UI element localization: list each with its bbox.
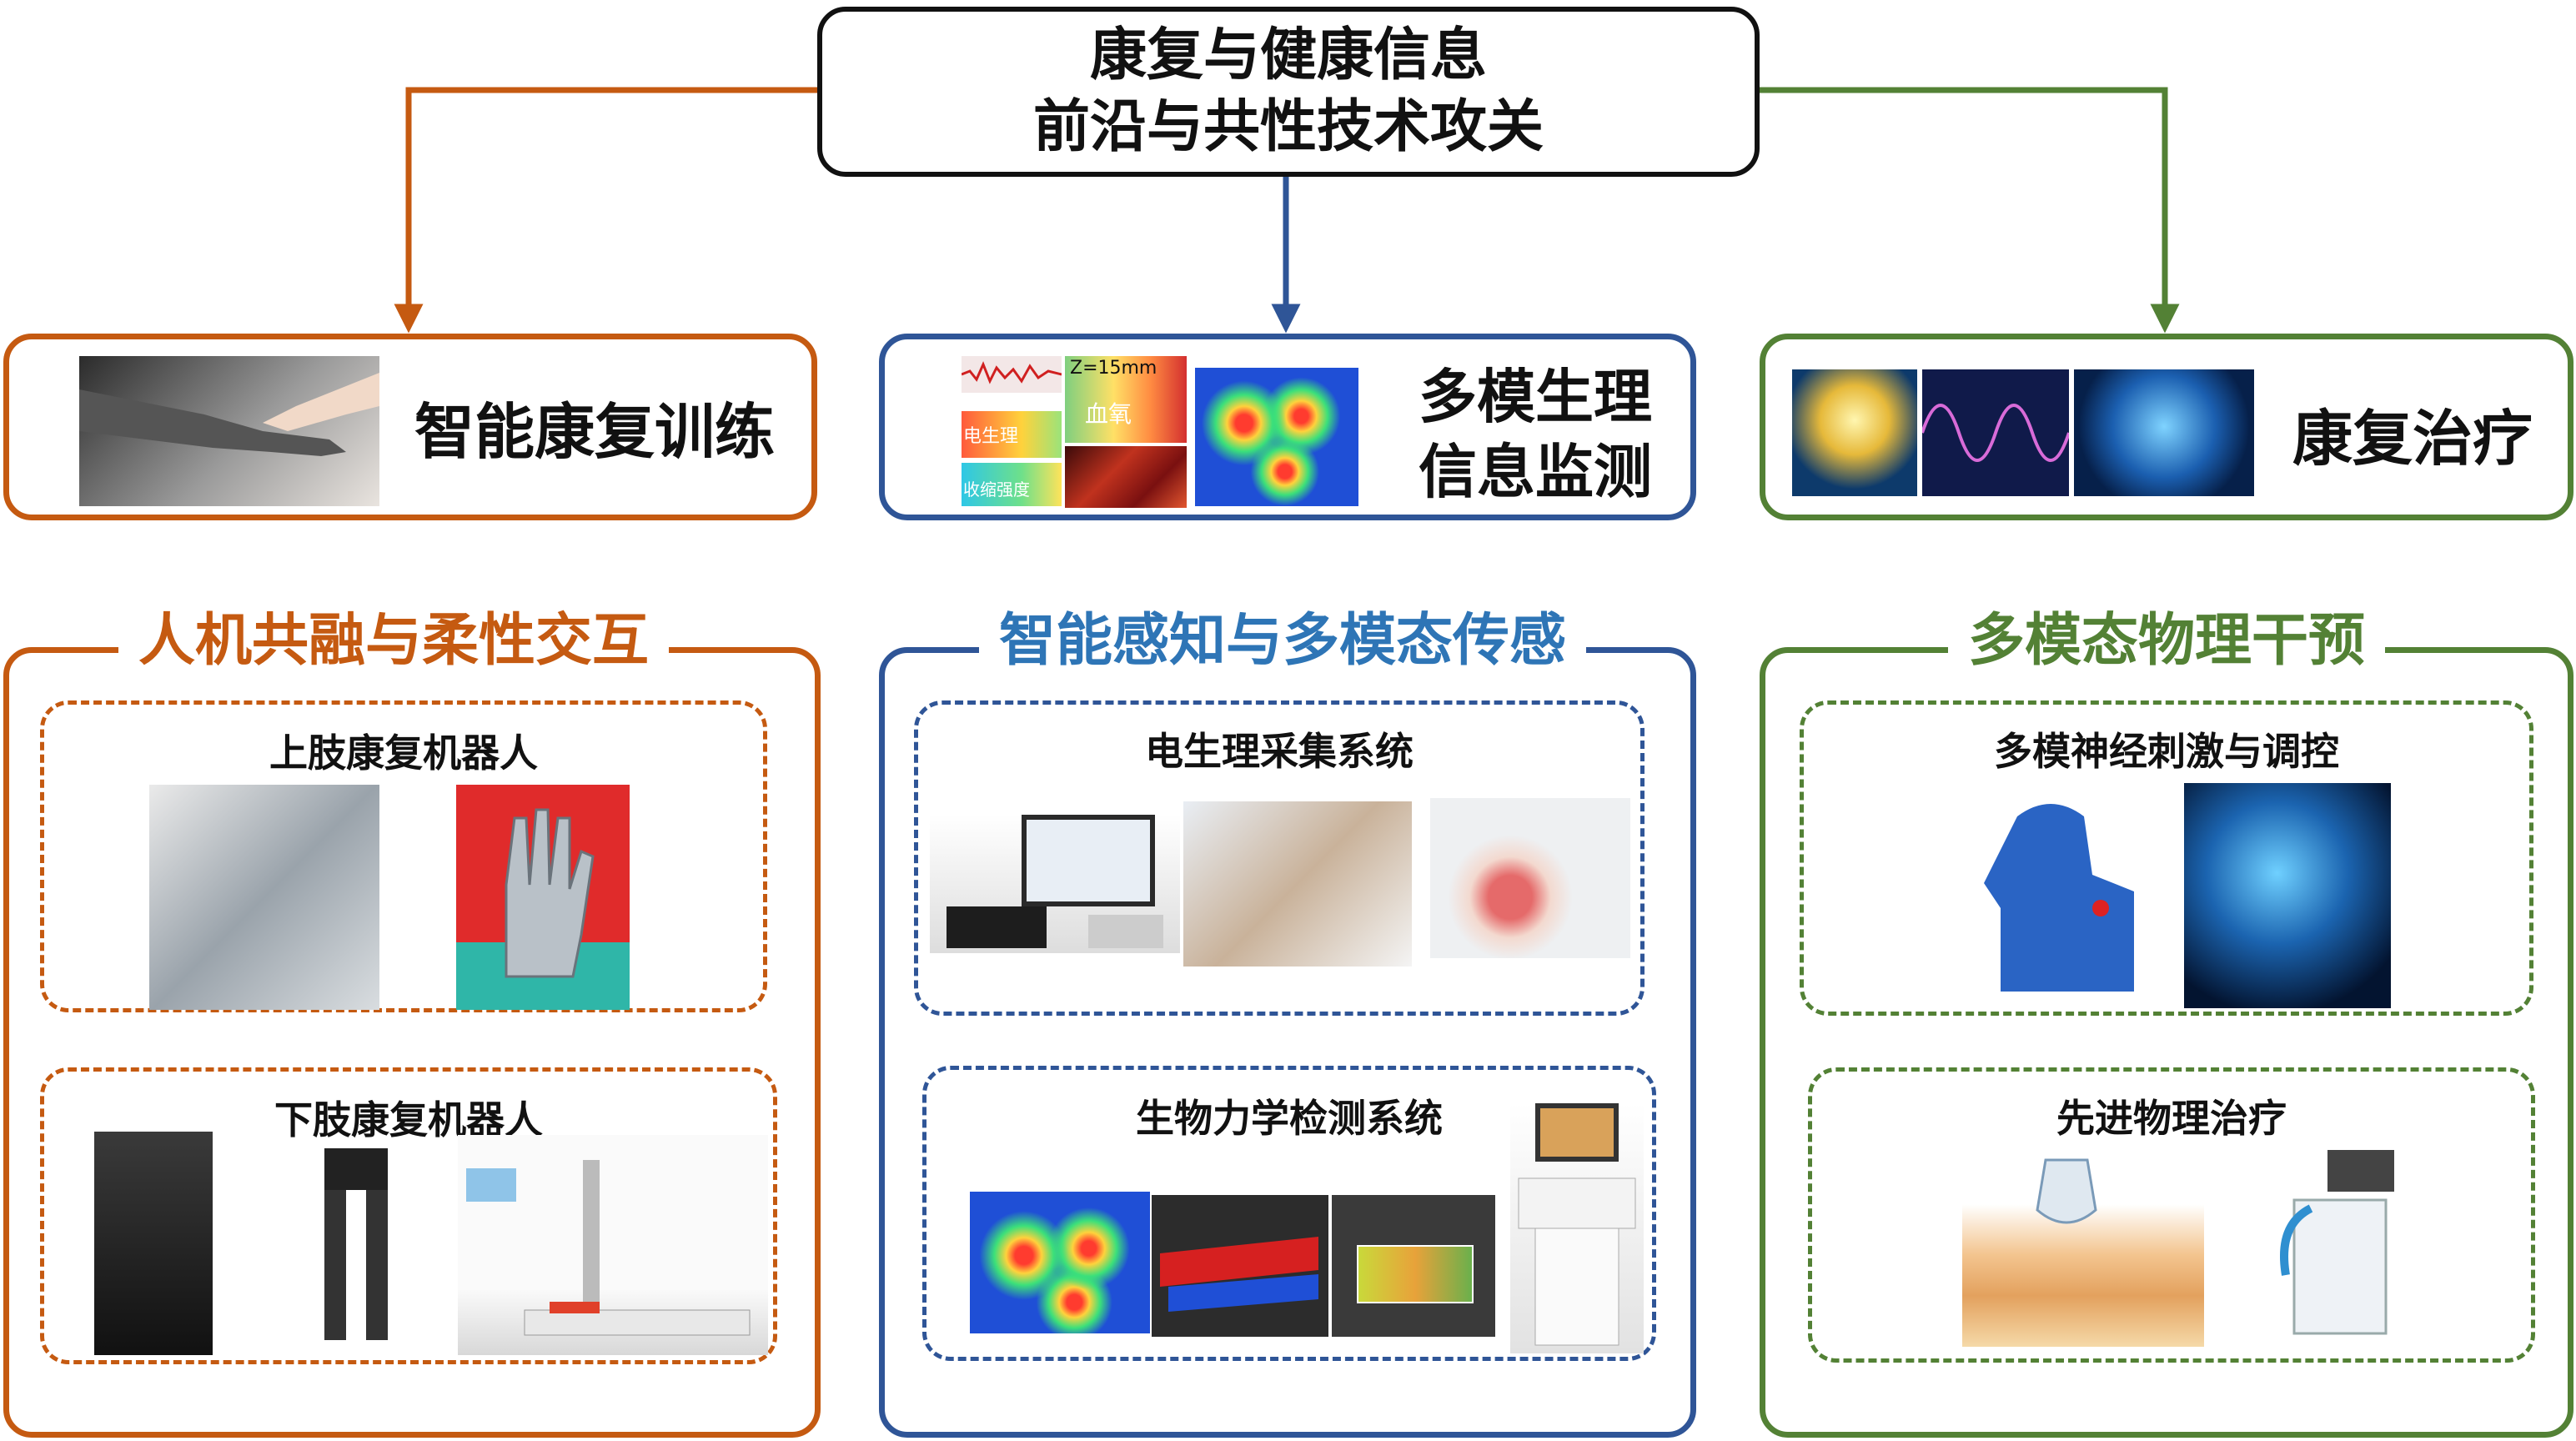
- biomech-title: 生物力学检测系统: [1136, 1096, 1443, 1141]
- therapy-machine-image: [2261, 1150, 2411, 1348]
- rehab-training-box: 智能康复训练: [3, 334, 817, 520]
- chip-brain-image: [2074, 369, 2254, 496]
- exoskeleton-image-2: [299, 1140, 413, 1355]
- pressure-heatmap: [1195, 368, 1358, 506]
- neuro-stim-title: 多模神经刺激与调控: [1994, 729, 2339, 774]
- ultrasound-machine-image: [1510, 1103, 1644, 1353]
- biomech-panel: 生物力学检测系统: [922, 1066, 1656, 1361]
- vessel-image: [1065, 446, 1187, 508]
- contract-map: 收缩强度: [962, 463, 1062, 506]
- ultrasound-machine-icon: [1518, 1103, 1636, 1346]
- ep-system-panel: 电生理采集系统: [914, 700, 1645, 1016]
- gait-trainer-icon: [466, 1160, 751, 1336]
- ep-device-icon: [947, 815, 1163, 948]
- top-title-line2: 前沿与共性技术攻关: [1032, 94, 1544, 160]
- stim-body-icon: [1984, 804, 2134, 992]
- upper-limb-robot-image-2: [456, 785, 630, 1010]
- muscle-ultrasound-image: [1332, 1195, 1495, 1337]
- connector-right: [1760, 87, 2180, 334]
- ep-device-image: [930, 815, 1180, 953]
- upper-limb-robot-image-1: [149, 785, 379, 1010]
- blood-oxygen-map: Z=15mm 血氧: [1065, 356, 1187, 443]
- vr-glove-image: [1430, 798, 1630, 958]
- neuro-stim-diagram-image: [1967, 783, 2161, 1000]
- blood-oxygen-label: 血氧: [1085, 400, 1132, 428]
- physio-monitor-line2: 信息监测: [1419, 438, 1652, 506]
- section-physical-title: 多模态物理干预: [1948, 594, 2386, 676]
- section-hmi-title: 人机共融与柔性交互: [118, 594, 670, 676]
- physio-therapy-panel: 先进物理治疗: [1808, 1067, 2535, 1363]
- upper-limb-panel: 上肢康复机器人: [40, 700, 767, 1012]
- rehab-training-label: 智能康复训练: [414, 397, 776, 467]
- physio-therapy-title: 先进物理治疗: [2056, 1096, 2287, 1141]
- ecg-wave-icon: [962, 361, 1062, 384]
- connector-left: [394, 87, 817, 334]
- gait-trainer-image: [458, 1135, 768, 1355]
- lower-limb-panel: 下肢康复机器人: [40, 1067, 777, 1364]
- wave-image: [1922, 369, 2069, 496]
- rehab-therapy-label: 康复治疗: [2292, 404, 2533, 474]
- ecg-wave-image: [962, 356, 1062, 393]
- pressure-map-image: [970, 1192, 1150, 1333]
- robotic-hand-icon: [505, 808, 595, 978]
- scale-label: Z=15mm: [1070, 358, 1157, 379]
- top-title-line1: 康复与健康信息: [1089, 23, 1487, 88]
- tms-head-image: [2184, 783, 2391, 1008]
- therapy-machine-icon: [2280, 1150, 2394, 1335]
- doppler-icon: [1160, 1237, 1318, 1312]
- neuro-stim-panel: 多模神经刺激与调控: [1800, 700, 2533, 1016]
- rehab-therapy-box: 康复治疗: [1760, 334, 2573, 520]
- ultrasound-therapy-image: [1962, 1143, 2204, 1347]
- physio-monitor-line1: 多模生理: [1419, 363, 1652, 431]
- robot-hand-image: [79, 356, 379, 506]
- top-title-box: 康复与健康信息 前沿与共性技术攻关: [817, 7, 1760, 177]
- physio-monitor-label: 多模生理 信息监测: [1419, 359, 1652, 510]
- ep-system-title: 电生理采集系统: [1145, 729, 1414, 774]
- exoskeleton-image-1: [94, 1132, 213, 1355]
- section-sensing-title: 智能感知与多模态传感: [979, 594, 1587, 676]
- wave-icon: [1922, 404, 2069, 462]
- robot-hand-icon: [79, 373, 379, 456]
- doppler-image: [1152, 1195, 1328, 1337]
- bulb-image: [1792, 369, 1917, 496]
- upper-limb-title: 上肢康复机器人: [269, 731, 538, 776]
- ep-label: 电生理: [963, 426, 1019, 447]
- physio-monitor-box: Z=15mm 血氧 电生理 收缩强度 多模生理 信息监测: [879, 334, 1696, 520]
- contract-label: 收缩强度: [963, 479, 1030, 500]
- elastography-overlay: [1357, 1245, 1474, 1303]
- exoskeleton-icon: [324, 1148, 388, 1340]
- ep-map: 电生理: [962, 411, 1062, 458]
- ultrasound-probe-icon: [2036, 1158, 2097, 1224]
- eeg-cap-image: [1183, 801, 1412, 967]
